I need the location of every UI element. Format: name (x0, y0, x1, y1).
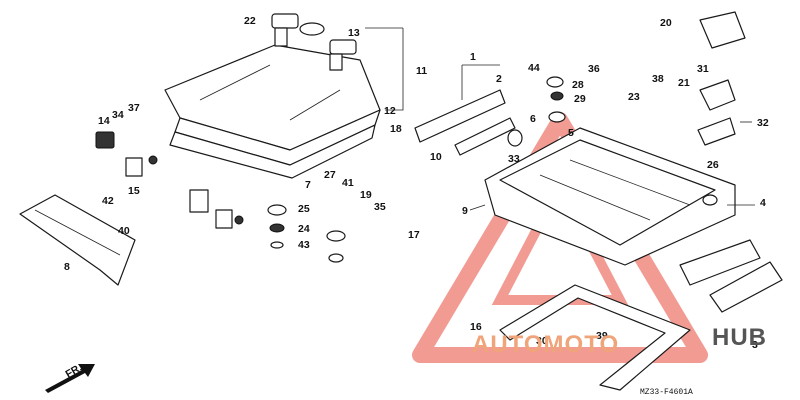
callout-16: 16 (470, 321, 482, 333)
callout-12: 12 (384, 105, 396, 117)
callout-39: 39 (596, 330, 608, 342)
trunk-base (484, 127, 736, 266)
reflector-upper (414, 89, 516, 156)
callout-29: 29 (574, 93, 586, 105)
watermark-word-2: HUB (712, 324, 767, 351)
callout-4: 4 (760, 197, 766, 209)
callout-19: 19 (360, 189, 372, 201)
callout-6: 6 (530, 113, 536, 125)
callout-23: 23 (628, 91, 640, 103)
watermark-text: AUTOMOTO HUB (472, 324, 767, 358)
callout-9: 9 (462, 205, 468, 217)
callout-24: 24 (298, 223, 310, 235)
callout-13: 13 (348, 27, 360, 39)
hardware-grommets (267, 76, 718, 263)
callout-41: 41 (342, 177, 354, 189)
callout-25: 25 (298, 203, 310, 215)
key-cylinder-top (271, 13, 325, 47)
callout-35: 35 (374, 201, 386, 213)
callout-36: 36 (588, 63, 600, 75)
callout-28: 28 (572, 79, 584, 91)
callout-14: 14 (98, 115, 110, 127)
diagram-code: MZ33-F4601A (640, 388, 693, 397)
bracket-upper (699, 79, 736, 111)
front-direction-arrow: FR. (45, 362, 95, 393)
reflector-lower (679, 239, 783, 313)
callout-8: 8 (64, 261, 70, 273)
callout-42: 42 (102, 195, 114, 207)
callout-30: 30 (536, 335, 548, 347)
callout-44: 44 (528, 62, 540, 74)
hinge-bracket-lower (189, 189, 244, 229)
callout-20: 20 (660, 17, 672, 29)
callout-5: 5 (568, 127, 574, 139)
callout-33: 33 (508, 153, 520, 165)
callout-34: 34 (112, 109, 124, 121)
callout-26: 26 (707, 159, 719, 171)
key-cylinder-lower (329, 39, 357, 71)
bracket-lower (697, 117, 736, 146)
callout-31: 31 (697, 63, 709, 75)
hinge-bracket-upper (95, 131, 158, 177)
trunk-lid (164, 44, 381, 179)
watermark-word-1: AUTOMOTO (472, 331, 619, 358)
callout-37: 37 (128, 102, 140, 114)
callout-10: 10 (430, 151, 442, 163)
callout-7: 7 (305, 179, 311, 191)
callout-1: 1 (470, 51, 476, 63)
callout-21: 21 (678, 77, 690, 89)
callout-32: 32 (757, 117, 769, 129)
callout-15: 15 (128, 185, 140, 197)
backrest-pad (19, 194, 136, 286)
callout-38: 38 (652, 73, 664, 85)
callout-27: 27 (324, 169, 336, 181)
callout-40: 40 (118, 225, 130, 237)
callout-17: 17 (408, 229, 420, 241)
callout-18: 18 (390, 123, 402, 135)
leader-lines (365, 27, 755, 211)
callout-22: 22 (244, 15, 256, 27)
callout-43: 43 (298, 239, 310, 251)
callout-2: 2 (496, 73, 502, 85)
carrier-rail (499, 284, 691, 391)
electrical-box (699, 11, 746, 49)
callout-3: 3 (752, 339, 758, 351)
callout-labels: 1 2 3 4 5 6 7 8 9 10 11 12 13 14 15 16 1… (64, 15, 769, 351)
callout-11: 11 (416, 65, 427, 77)
